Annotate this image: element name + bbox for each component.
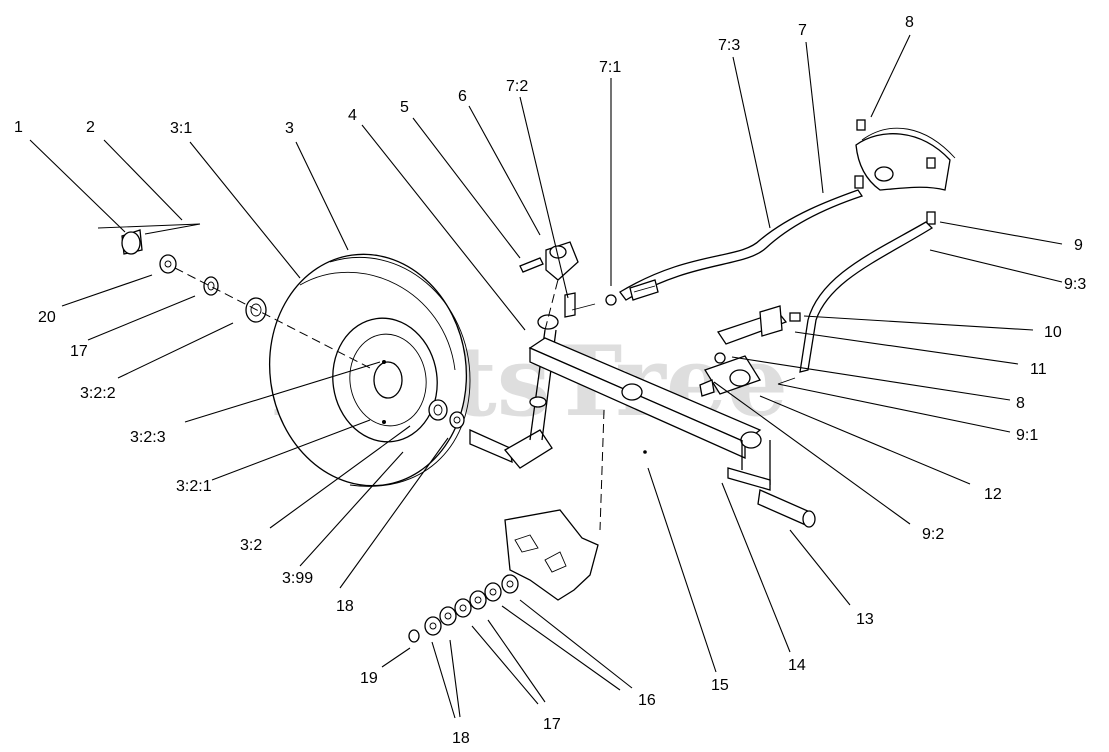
label-1: 1 — [14, 119, 23, 136]
label-3: 3 — [285, 120, 294, 137]
sector-gear — [854, 119, 956, 225]
label-7-2: 7:2 — [506, 78, 528, 95]
label-9-3: 9:3 — [1064, 276, 1086, 293]
label-7-1: 7:1 — [599, 59, 621, 76]
label-14: 14 — [788, 657, 806, 674]
drag-link — [799, 221, 934, 373]
pivot-bracket — [699, 305, 801, 397]
label-3-1: 3:1 — [170, 120, 192, 137]
label-16: 16 — [638, 692, 656, 709]
label-18-bottom: 18 — [452, 730, 470, 747]
label-3-2-3: 3:2:3 — [130, 429, 166, 446]
label-3-2-1: 3:2:1 — [176, 478, 212, 495]
label-18-mid: 18 — [336, 598, 354, 615]
washer-stack — [408, 574, 519, 643]
wheel-assembly — [268, 253, 471, 487]
pivot-shaft — [757, 489, 816, 528]
leader-lines — [29, 34, 1063, 719]
front-axle — [528, 337, 771, 531]
axle-washers — [428, 399, 465, 429]
callout-labels: 1 2 3:1 3 4 5 6 7:2 7:1 7:3 7 8 9 9:3 10… — [14, 14, 1086, 747]
label-3-2: 3:2 — [240, 537, 262, 554]
label-3-99: 3:99 — [282, 570, 313, 587]
label-10: 10 — [1044, 324, 1062, 341]
label-7-3: 7:3 — [718, 37, 740, 54]
label-9-2: 9:2 — [922, 526, 944, 543]
label-13: 13 — [856, 611, 874, 628]
label-3-2-2: 3:2:2 — [80, 385, 116, 402]
label-20: 20 — [38, 309, 56, 326]
mounting-plate — [504, 509, 599, 601]
label-6: 6 — [458, 88, 467, 105]
tie-rod — [605, 189, 864, 306]
label-11: 11 — [1030, 361, 1047, 378]
label-17-left: 17 — [70, 343, 88, 360]
hub-cap-and-washers — [97, 223, 371, 369]
label-8-top: 8 — [905, 14, 914, 31]
label-17-bottom: 17 — [543, 716, 561, 733]
label-8-mid: 8 — [1016, 395, 1025, 412]
label-9-1: 9:1 — [1016, 427, 1038, 444]
label-9: 9 — [1074, 237, 1083, 254]
label-15: 15 — [711, 677, 729, 694]
spindle — [469, 271, 561, 469]
label-19: 19 — [360, 670, 378, 687]
label-2: 2 — [86, 119, 95, 136]
label-7: 7 — [798, 22, 807, 39]
label-5: 5 — [400, 99, 409, 116]
steering-arm — [519, 241, 596, 318]
label-4: 4 — [348, 107, 357, 124]
label-12: 12 — [984, 486, 1002, 503]
